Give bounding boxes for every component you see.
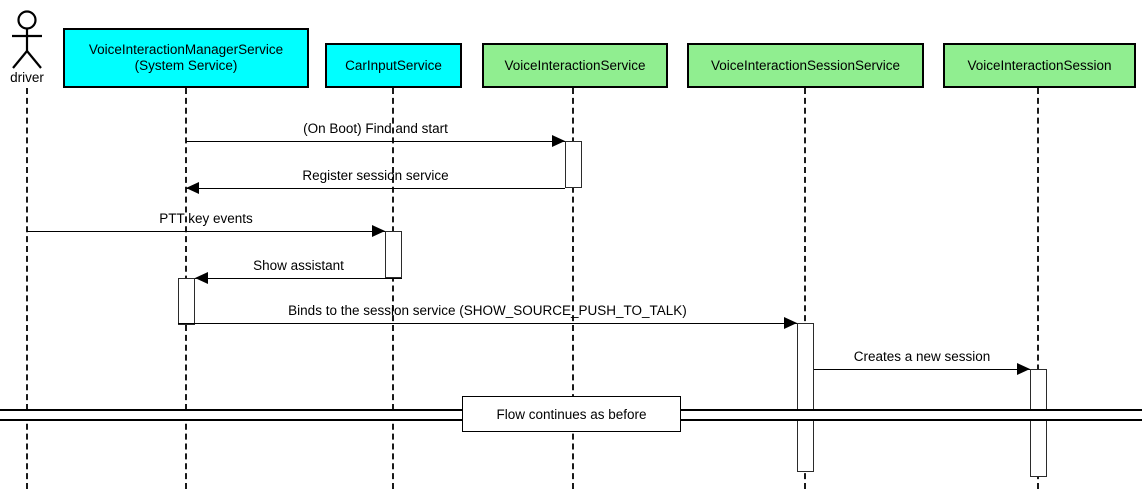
- message-label-on-boot-find-and-start: (On Boot) Find and start: [303, 121, 448, 136]
- activation-bar-vis: [565, 141, 582, 188]
- message-line-on-boot-find-and-start: [186, 141, 565, 142]
- participant-label: VoiceInteractionService: [504, 57, 646, 73]
- message-label-show-assistant: Show assistant: [253, 258, 344, 273]
- activation-bar-carinput: [385, 231, 402, 278]
- lifeline-vis: [572, 88, 574, 489]
- message-label-creates-a-new-session: Creates a new session: [853, 349, 991, 364]
- message-line-show-assistant: [195, 278, 402, 279]
- message-label-register-session-service: Register session service: [302, 168, 449, 183]
- participant-voiceinteractionservice[interactable]: VoiceInteractionService: [482, 43, 668, 88]
- participant-voiceinteractionsession[interactable]: VoiceInteractionSession: [943, 43, 1136, 88]
- activation-bar-session: [1030, 369, 1047, 477]
- message-arrowhead-ptt-key-events: [372, 225, 385, 237]
- message-line-register-session-service: [186, 188, 565, 189]
- participant-label: VoiceInteractionSession: [967, 57, 1112, 73]
- actor-driver-label: driver: [10, 70, 44, 85]
- participant-label: VoiceInteractionManagerService (System S…: [88, 42, 284, 73]
- message-line-ptt-key-events: [27, 231, 385, 232]
- message-line-binds-to-session-service: [178, 323, 797, 324]
- message-arrowhead-register-session-service: [186, 182, 199, 194]
- participant-label: CarInputService: [345, 57, 442, 73]
- participant-label: VoiceInteractionSessionService: [710, 57, 901, 73]
- participant-voiceinteractionsessionservice[interactable]: VoiceInteractionSessionService: [687, 43, 924, 88]
- lifeline-session: [1037, 88, 1039, 489]
- lifeline-driver: [26, 88, 28, 489]
- message-arrowhead-on-boot-find-and-start: [552, 135, 565, 147]
- divider-note-label: Flow continues as before: [496, 406, 647, 422]
- divider-note-flow-continues: Flow continues as before: [462, 396, 681, 432]
- actor-driver: [5, 10, 49, 77]
- message-arrowhead-binds-to-session-service: [784, 317, 797, 329]
- message-arrowhead-show-assistant: [195, 272, 208, 284]
- message-label-ptt-key-events: PTT key events: [159, 211, 253, 226]
- participant-voiceinteractionmanagerservice[interactable]: VoiceInteractionManagerService (System S…: [63, 28, 309, 88]
- actor-driver-figure: [12, 10, 42, 69]
- lifeline-carinput: [392, 88, 394, 489]
- activation-bar-viss: [797, 323, 814, 472]
- message-line-creates-a-new-session: [814, 369, 1030, 370]
- participant-carinputservice[interactable]: CarInputService: [325, 43, 462, 88]
- lifeline-viss: [804, 88, 806, 489]
- message-arrowhead-creates-a-new-session: [1017, 363, 1030, 375]
- activation-bar-vims: [178, 278, 195, 325]
- message-label-binds-to-session-service: Binds to the session service (SHOW_SOURC…: [288, 303, 687, 318]
